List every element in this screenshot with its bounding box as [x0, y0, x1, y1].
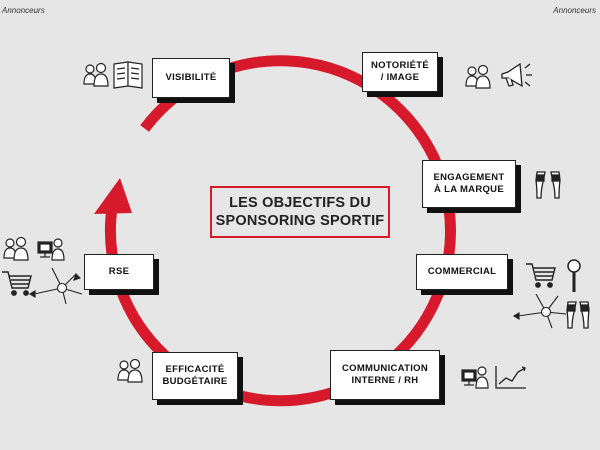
- objective-rse: RSE: [84, 254, 154, 290]
- objective-visibilite: VISIBILITÉ: [152, 58, 230, 98]
- diagram-title-line2: SPONSORING SPORTIF: [215, 213, 385, 229]
- growth-chart-icon: [495, 366, 526, 389]
- cheering-hands-icon: [566, 301, 590, 329]
- corner-label-left: Annonceurs: [2, 6, 45, 15]
- people-icon: [3, 236, 29, 261]
- objective-communication: COMMUNICATION INTERNE / RH: [330, 350, 440, 400]
- corner-label-right: Annonceurs: [553, 6, 596, 15]
- people-icon: [83, 62, 109, 87]
- objective-efficacite: EFFICACITÉ BUDGÉTAIRE: [152, 352, 238, 400]
- book-icon: [113, 61, 143, 89]
- people-icon: [465, 64, 491, 89]
- magnifier-icon: [567, 259, 581, 292]
- megaphone-icon: [501, 62, 532, 88]
- network-icon: [512, 293, 567, 329]
- cheering-hands-icon: [535, 171, 561, 199]
- shopping-cart-icon: [526, 263, 556, 288]
- diagram-title: LES OBJECTIFS DU SPONSORING SPORTIF: [210, 186, 390, 238]
- shopping-cart-icon: [2, 271, 32, 296]
- computer-user-icon: [461, 366, 489, 389]
- objective-commercial: COMMERCIAL: [416, 254, 508, 290]
- cycle-arc: [104, 55, 456, 407]
- network-icon: [28, 267, 83, 305]
- objective-notoriete: NOTORIÉTÉ / IMAGE: [362, 52, 438, 92]
- cycle-arrowhead: [94, 178, 132, 214]
- computer-user-icon: [37, 238, 65, 261]
- objective-engagement: ENGAGEMENT À LA MARQUE: [422, 160, 516, 208]
- diagram-title-line1: LES OBJECTIFS DU: [229, 195, 371, 211]
- people-icon: [117, 358, 143, 383]
